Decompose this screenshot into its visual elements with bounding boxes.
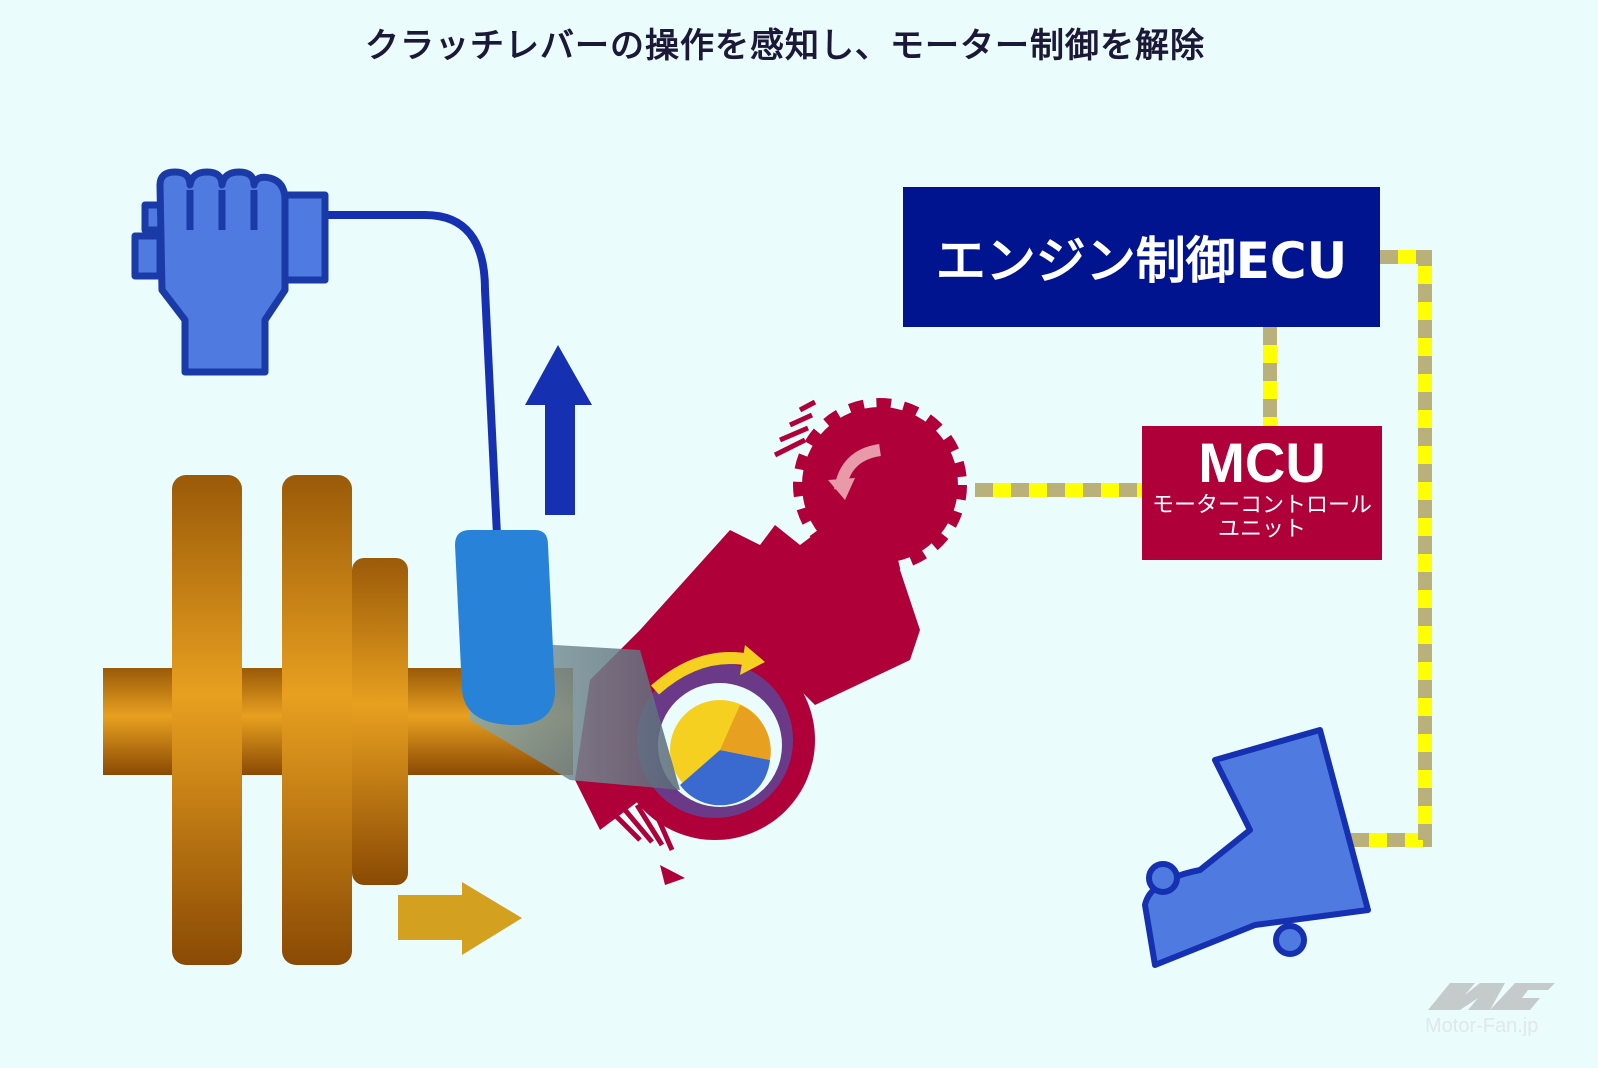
signal-lines xyxy=(975,250,1432,847)
mcu-sub1: モーターコントロール xyxy=(1151,493,1372,518)
mcu-label: MCU xyxy=(1198,431,1326,494)
motor-gear xyxy=(773,398,967,572)
right-arrow-icon xyxy=(398,882,522,955)
watermark-logo xyxy=(1428,983,1555,1010)
diagram-title: クラッチレバーの操作を感知し、モーター制御を解除 xyxy=(365,26,1205,66)
watermark-text: Motor-Fan.jp xyxy=(1425,1015,1539,1037)
up-arrow-icon xyxy=(525,345,592,515)
boot-icon xyxy=(1142,727,1371,968)
hand-icon xyxy=(131,168,329,376)
clutch-lever xyxy=(455,530,555,725)
engine-ecu-box: エンジン制御ECU xyxy=(903,187,1380,327)
mcu-box: MCU モーターコントロール ユニット xyxy=(1142,426,1382,560)
mcu-sub2: ユニット xyxy=(1217,517,1306,542)
clutch-cable xyxy=(325,211,501,536)
